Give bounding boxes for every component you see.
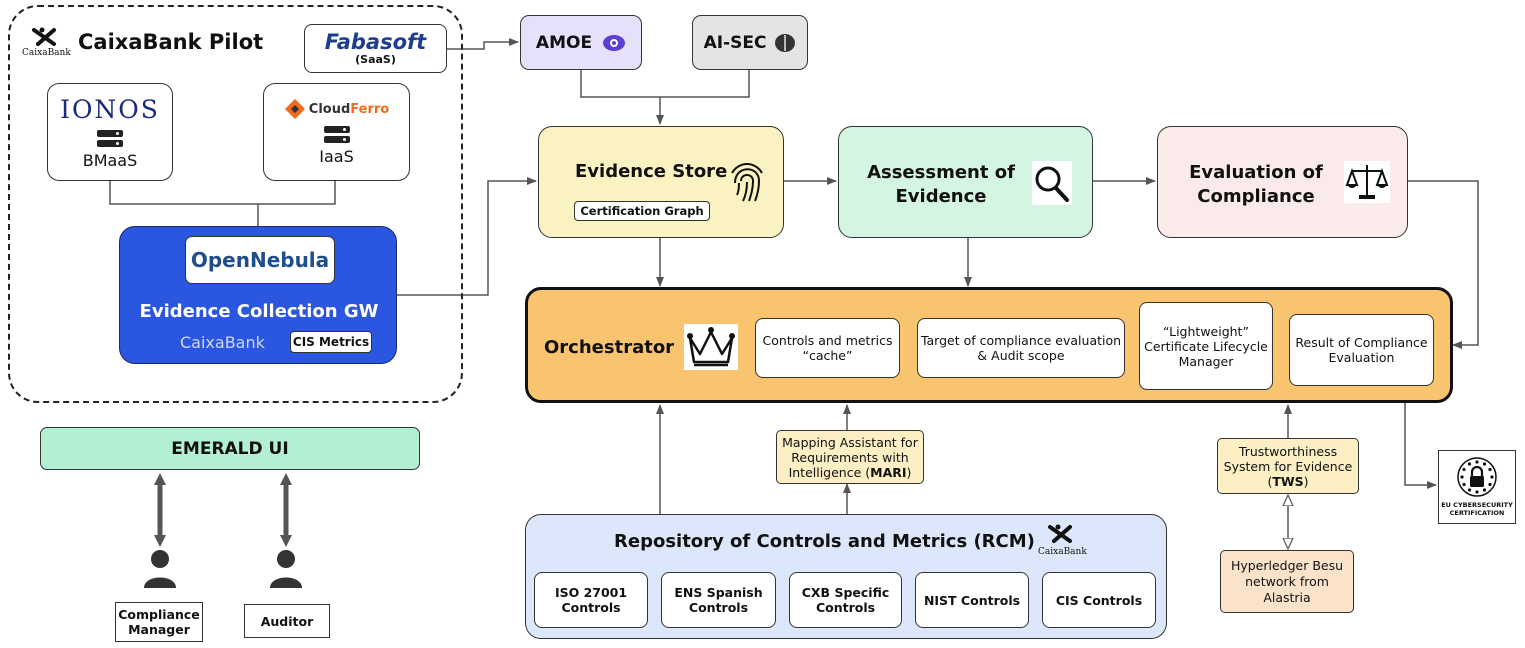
orchestrator-title: Orchestrator bbox=[544, 337, 675, 358]
orchestrator-item-target: Target of compliance evaluation& Audit s… bbox=[917, 318, 1125, 378]
besu-box: Hyperledger Besu network from Alastria bbox=[1220, 550, 1354, 613]
certification-graph-tag: Certification Graph bbox=[574, 201, 710, 221]
star-icon bbox=[32, 27, 56, 46]
eu-lock-icon bbox=[1457, 457, 1497, 497]
fabasoft-note: (SaaS) bbox=[355, 53, 396, 66]
tws-box: Trustworthiness System for Evidence (TWS… bbox=[1217, 438, 1359, 494]
brain-icon bbox=[775, 33, 796, 52]
caixabank-logo: CaixaBank bbox=[22, 26, 72, 62]
user-icon bbox=[270, 550, 302, 588]
eye-icon bbox=[603, 34, 626, 51]
control-nist: NIST Controls bbox=[915, 572, 1029, 628]
compliance-manager-label: Compliance Manager bbox=[115, 602, 203, 642]
server-icon bbox=[97, 129, 123, 147]
user-icon bbox=[144, 550, 176, 588]
evaluation-title: Evaluation of Compliance bbox=[1189, 162, 1323, 207]
star-icon bbox=[1048, 524, 1072, 543]
evaluation-box: Evaluation of Compliance bbox=[1157, 126, 1408, 238]
ionos-service: BMaaS bbox=[82, 150, 138, 170]
magnifier-icon bbox=[1032, 161, 1072, 205]
rcm-caixabank-logo: CaixaBank bbox=[1032, 523, 1088, 563]
evidence-store-title: Evidence Store bbox=[575, 161, 728, 182]
scales-icon bbox=[1344, 161, 1390, 203]
control-cis: CIS Controls bbox=[1042, 572, 1156, 628]
assessment-title: Assessment of Evidence bbox=[867, 162, 1015, 207]
auditor-label: Auditor bbox=[244, 604, 330, 638]
cis-metrics-tag: CIS Metrics bbox=[290, 331, 372, 353]
crown-icon bbox=[684, 324, 738, 370]
mari-box: Mapping Assistant for Requirements with … bbox=[776, 430, 924, 484]
caixabank-pilot-group bbox=[8, 5, 463, 403]
pilot-title: CaixaBank Pilot bbox=[78, 30, 264, 54]
eu-cert-badge: EU CYBERSECURITY CERTIFICATION bbox=[1438, 450, 1516, 524]
rcm-title: Repository of Controls and Metrics (RCM) bbox=[614, 531, 1035, 552]
opennebula-logo: OpenNebula bbox=[185, 236, 335, 284]
orchestrator-item-cache: Controls and metrics“cache” bbox=[755, 318, 900, 378]
cloudferro-mark-icon bbox=[284, 99, 305, 119]
amoe-box: AMOE bbox=[520, 15, 642, 70]
orchestrator-box: Orchestrator Controls and metrics“cache”… bbox=[525, 287, 1453, 403]
evidence-store-box: Evidence Store Certification Graph bbox=[538, 126, 784, 238]
emerald-ui-bar: EMERALD UI bbox=[40, 427, 420, 470]
rcm-box: Repository of Controls and Metrics (RCM)… bbox=[525, 514, 1167, 639]
evidence-collection-gw: OpenNebula Evidence Collection GW CaixaB… bbox=[119, 226, 397, 364]
ionos-logo: IONOS bbox=[60, 94, 160, 124]
server-icon bbox=[323, 126, 350, 143]
ai-sec-box: AI-SEC bbox=[692, 15, 808, 70]
cloudferro-service: IaaS bbox=[319, 147, 354, 166]
caixabank-logo-caption: CaixaBank bbox=[22, 48, 71, 58]
fingerprint-icon bbox=[731, 163, 763, 202]
ionos-box: IONOS BMaaS bbox=[47, 83, 173, 181]
gw-title: Evidence Collection GW bbox=[139, 301, 379, 322]
gw-subtitle: CaixaBank bbox=[180, 333, 265, 352]
fabasoft-box: Fabasoft (SaaS) bbox=[304, 24, 447, 73]
assessment-box: Assessment of Evidence bbox=[838, 126, 1093, 238]
fabasoft-logo: Fabasoft bbox=[324, 30, 427, 54]
